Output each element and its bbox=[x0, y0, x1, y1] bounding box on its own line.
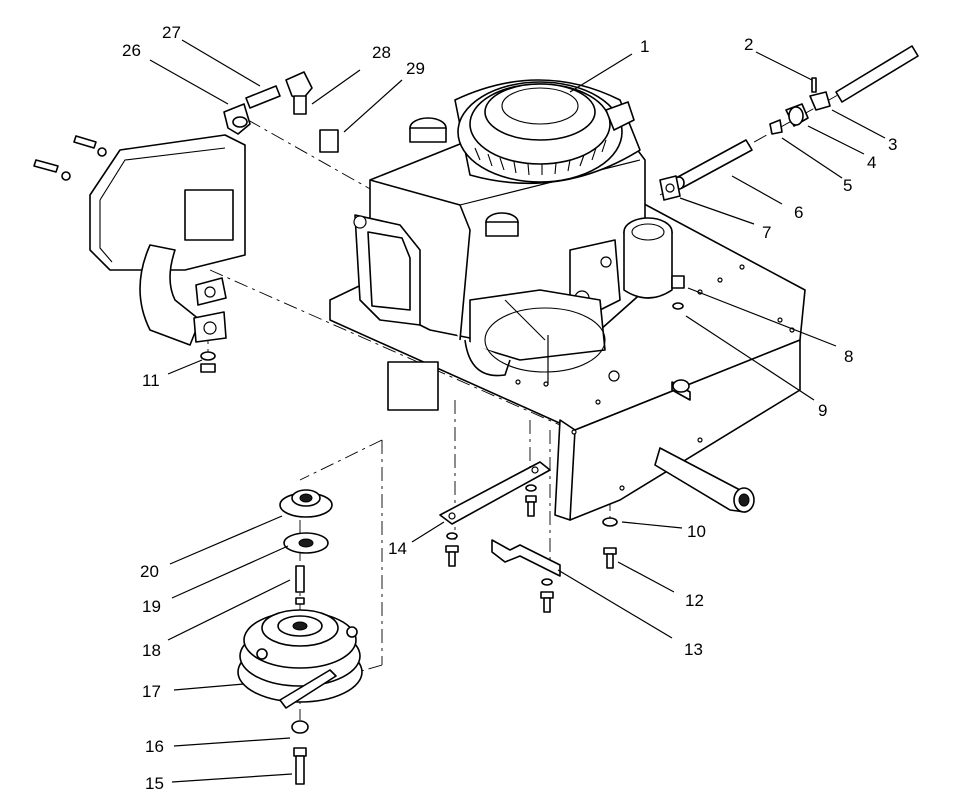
starter-grille bbox=[474, 139, 607, 176]
callout-19: 19 bbox=[142, 597, 161, 616]
brackets-hardware bbox=[439, 461, 618, 613]
callout-2: 2 bbox=[744, 35, 753, 54]
muffler-heat-shield bbox=[184, 189, 234, 241]
callout-7: 7 bbox=[762, 223, 771, 242]
fuel-label-plate bbox=[319, 129, 339, 153]
control-rod-parts bbox=[659, 45, 919, 310]
callout-14: 14 bbox=[388, 539, 407, 558]
callout-17: 17 bbox=[142, 682, 161, 701]
callout-labels: 1 2 3 4 5 6 7 8 9 10 11 12 13 14 15 16 1… bbox=[122, 23, 897, 793]
callout-27: 27 bbox=[162, 23, 181, 42]
callout-6: 6 bbox=[794, 203, 803, 222]
callout-28: 28 bbox=[372, 43, 391, 62]
callout-18: 18 bbox=[142, 641, 161, 660]
frame-cutout-panel bbox=[387, 361, 439, 411]
callout-16: 16 bbox=[145, 737, 164, 756]
callout-20: 20 bbox=[140, 562, 159, 581]
callout-3: 3 bbox=[888, 135, 897, 154]
leader-lines bbox=[149, 39, 886, 783]
callout-5: 5 bbox=[843, 176, 852, 195]
callout-11: 11 bbox=[142, 371, 160, 390]
callout-26: 26 bbox=[122, 41, 141, 60]
callout-12: 12 bbox=[685, 591, 704, 610]
fuel-fittings bbox=[223, 71, 339, 153]
callout-8: 8 bbox=[844, 347, 853, 366]
callout-15: 15 bbox=[145, 774, 164, 793]
engine bbox=[353, 79, 673, 385]
callout-4: 4 bbox=[867, 153, 876, 172]
clutch-assembly bbox=[237, 489, 363, 785]
callout-9: 9 bbox=[818, 401, 827, 420]
callout-1: 1 bbox=[640, 37, 649, 56]
muffler bbox=[33, 134, 246, 373]
callout-13: 13 bbox=[684, 640, 703, 659]
callout-29: 29 bbox=[406, 59, 425, 78]
callout-10: 10 bbox=[687, 522, 706, 541]
